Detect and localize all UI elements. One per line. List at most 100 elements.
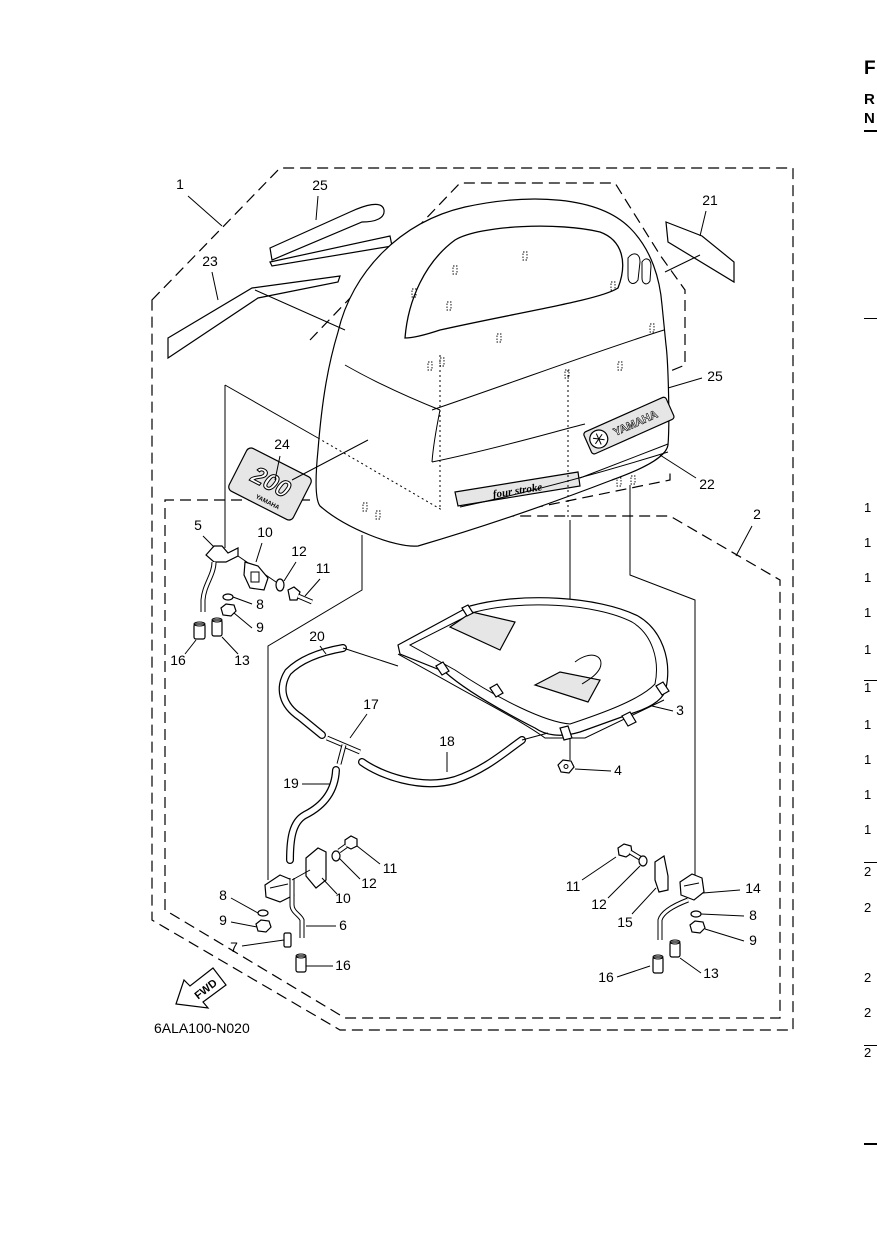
callout-number: 1 [176,176,184,192]
hose-18-body [359,737,525,786]
callout-number: 16 [335,957,351,973]
leader-line [184,639,197,655]
leader-line [616,965,651,978]
margin-rule [864,318,877,319]
callout-number: 21 [702,192,718,208]
margin-heading-1: F [864,58,876,79]
bolt-11-lower-right-shaft [629,850,641,860]
ref-line-decal-23 [254,289,346,331]
bottom-cowling-bracket [489,683,504,698]
bolt-11-lower-right-head [617,843,633,858]
washer-12-upper [275,578,285,592]
decal-22-stripe-upper [579,443,669,479]
callout-number: 11 [566,878,581,894]
bracket-10-lower [305,847,327,889]
leader-line [241,939,285,947]
hose-19-body [287,767,339,863]
bracket-15 [654,855,669,893]
washer-12-lower-right [638,855,648,867]
group-outline-bottom-cowling [164,499,781,1019]
top-cowling-front-crease [344,364,441,411]
nut-9-lower-left [255,919,272,933]
callout-numbers: 1 25 23 21 25 22 24 2 5 10 12 11 8 9 16 … [170,176,761,985]
bushing-13-upper [211,619,223,637]
callout-number: 18 [439,733,455,749]
ref-line-lower-left-hinge [267,535,363,880]
bottom-cowling-bracket [435,661,450,676]
bottom-cowling-raised-box-rear [533,671,601,703]
leader-line [699,210,707,237]
group-outline-top-cowling [151,167,794,1031]
tube-upper-left [201,561,216,612]
callout-number: 9 [219,912,227,928]
callout-number: 5 [194,517,202,533]
callout-number: 19 [283,775,299,791]
decal-22-stripe-lower [459,451,669,508]
callout-number: 17 [363,696,379,712]
margin-row: 1 [864,606,872,620]
top-cowling-outline [315,198,670,547]
margin-row: 1 [864,718,872,732]
leader-line [202,535,215,548]
hose-18-connection-line [521,732,549,741]
washer-8-lower-right [690,910,702,918]
leader-line [667,377,703,389]
leader-line [356,845,381,865]
margin-row: 2 [864,971,872,985]
hose-20 [278,644,347,739]
callout-number: 22 [699,476,715,492]
decal-25-right: YAMAHA [583,396,675,455]
callout-number: 23 [202,253,218,269]
leader-line [304,578,321,597]
callout-number: 8 [219,887,227,903]
bottom-cowling-flange [397,653,665,739]
leader-line [221,636,239,655]
leader-line [255,542,263,563]
callout-number: 16 [598,969,614,985]
clamp-5 [205,545,239,563]
nut-4 [557,759,575,774]
leader-line [283,561,297,582]
washer-12-lower-left [331,850,341,862]
margin-row: 2 [864,865,872,879]
margin-heading-2: R [864,91,875,108]
margin-rule [864,862,877,863]
margin-row: 1 [864,823,872,837]
margin-row: 1 [864,681,872,695]
leader-line [651,705,674,712]
leader-line [659,454,697,479]
decal-24-plate [228,447,312,521]
hose-20-connection-line [342,647,399,667]
bottom-cowling-bracket [559,725,573,741]
leader-line [704,928,745,942]
margin-row: 1 [864,571,872,585]
margin-row: 1 [864,643,872,657]
washer-8-upper [222,593,234,601]
bolt-11-upper-shaft [297,594,313,604]
leader-line [321,877,338,895]
ref-line-left-diagonal [224,384,319,439]
leader-line [274,455,281,481]
leader-line [581,856,617,881]
bushing-13-lower-right [669,941,681,958]
top-cowling-window-recess [404,225,624,339]
sleeve-16-lower-left-top [295,953,307,959]
hinge-14 [679,873,705,901]
margin-rule [864,130,877,132]
top-cowling-mid-crease [431,329,665,411]
ref-line-decal-24 [291,439,369,481]
callout-number: 20 [309,628,325,644]
callout-number: 6 [339,917,347,933]
sleeve-16-upper [193,623,206,640]
decal-24: 200 YAMAHA [228,447,312,521]
leader-line [319,645,327,655]
ref-line-decal-21 [664,254,701,273]
leader-line [702,889,741,894]
callout-number: 2 [753,506,761,522]
margin-row: 2 [864,1006,872,1020]
sleeve-16-upper-top [193,621,206,627]
bolt-11-lower-left-shaft [338,844,347,853]
bottom-cowling-raised-box-front [448,611,516,651]
nut-4-bore [563,764,569,769]
yamaha-emblem-tuning-forks [592,433,605,445]
